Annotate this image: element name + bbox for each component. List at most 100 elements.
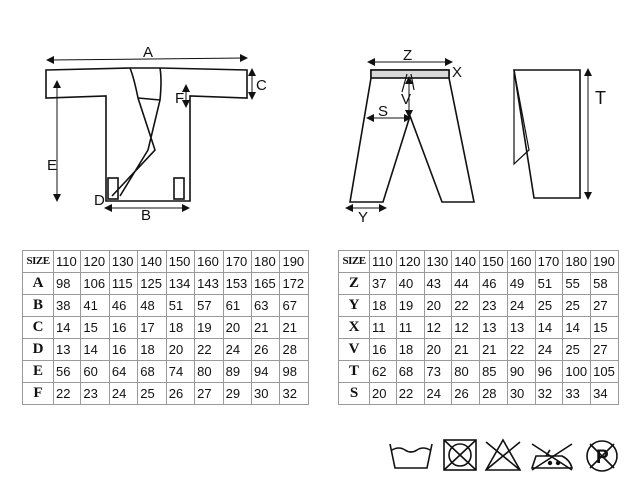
pants-label-y: Y xyxy=(358,209,368,226)
pants-table-cell: 28 xyxy=(479,382,508,405)
pants-table-cell: 18 xyxy=(395,338,425,361)
pants-table-cell: 18 xyxy=(369,294,397,317)
jacket-table-cell: 32 xyxy=(279,382,309,405)
pants-table-cell: 21 xyxy=(479,338,508,361)
pants-table-size-header: 150 xyxy=(479,250,508,273)
pants-table-cell: 14 xyxy=(534,316,564,339)
jacket-table-size-header: 140 xyxy=(137,250,167,273)
pants-table-cell: 33 xyxy=(562,382,592,405)
pants-table-cell: 22 xyxy=(395,382,425,405)
garment-diagram: A C F E D B Z X S V Y T xyxy=(45,44,606,226)
jacket-label-a: A xyxy=(143,44,153,61)
jacket-table-row-label: D xyxy=(22,338,54,361)
pants-drawing xyxy=(349,69,475,203)
pants-table-cell: 26 xyxy=(451,382,481,405)
jacket-table-cell: 68 xyxy=(137,360,167,383)
pants-table-row-label: Z xyxy=(338,272,370,295)
jacket-table-size-header: 160 xyxy=(194,250,224,273)
pants-table-cell: 68 xyxy=(395,360,425,383)
pants-table-cell: 13 xyxy=(506,316,536,339)
jacket-table-cell: 106 xyxy=(80,272,110,295)
pants-table-size-header: 190 xyxy=(590,250,619,273)
jacket-label-f: F xyxy=(175,90,184,107)
jacket-table-cell: 172 xyxy=(279,272,309,295)
jacket-table-cell: 15 xyxy=(80,316,110,339)
pants-table-size-header: 110 xyxy=(369,250,397,273)
pants-table-cell: 100 xyxy=(562,360,592,383)
pants-table-cell: 105 xyxy=(590,360,619,383)
no-tumble-dry-icon xyxy=(443,439,477,471)
pants-table-cell: 25 xyxy=(562,294,592,317)
jacket-table-cell: 115 xyxy=(108,272,139,295)
jacket-table-cell: 20 xyxy=(165,338,196,361)
jacket-table-cell: 60 xyxy=(80,360,110,383)
belt-fold xyxy=(513,69,530,166)
pants-table-row-label: X xyxy=(338,316,370,339)
jacket-table-cell: 24 xyxy=(108,382,139,405)
pants-table-cell: 51 xyxy=(534,272,564,295)
pants-table-row-label: S xyxy=(338,382,370,405)
jacket-table-size-corner: SIZE xyxy=(22,250,54,273)
jacket-table-cell: 41 xyxy=(80,294,110,317)
pants-table-size-header: 180 xyxy=(562,250,592,273)
care-symbols: P xyxy=(389,438,618,472)
pants-table-cell: 62 xyxy=(369,360,397,383)
pants-table-cell: 21 xyxy=(451,338,481,361)
pants-table-cell: 24 xyxy=(534,338,564,361)
pants-table-cell: 27 xyxy=(590,338,619,361)
jacket-label-b: B xyxy=(141,207,151,224)
jacket-table-cell: 56 xyxy=(52,360,82,383)
jacket-table-row-label: E xyxy=(22,360,54,383)
pants-table-size-header: 120 xyxy=(395,250,425,273)
pants-dimensions xyxy=(345,58,453,212)
pants-table-size-corner: SIZE xyxy=(338,250,370,273)
jacket-table-size-header: 130 xyxy=(108,250,139,273)
pants-label-x: X xyxy=(452,64,462,81)
jacket-table-cell: 14 xyxy=(52,316,82,339)
jacket-table-cell: 29 xyxy=(222,382,253,405)
pants-table-cell: 44 xyxy=(451,272,481,295)
pants-table-cell: 55 xyxy=(562,272,592,295)
jacket-table-cell: 143 xyxy=(194,272,224,295)
jacket-label-c: C xyxy=(256,77,267,94)
jacket-table-cell: 16 xyxy=(108,316,139,339)
jacket-table-cell: 74 xyxy=(165,360,196,383)
jacket-table-cell: 134 xyxy=(165,272,196,295)
professional-clean-p-icon xyxy=(586,440,618,472)
jacket-table-cell: 67 xyxy=(279,294,309,317)
jacket-table-cell: 61 xyxy=(222,294,253,317)
jacket-table-cell: 26 xyxy=(165,382,196,405)
jacket-table-size-header: 150 xyxy=(165,250,196,273)
jacket-table-cell: 20 xyxy=(222,316,253,339)
pants-table-cell: 11 xyxy=(395,316,425,339)
jacket-table-cell: 18 xyxy=(165,316,196,339)
pants-table-cell: 12 xyxy=(423,316,453,339)
pants-table-cell: 34 xyxy=(590,382,619,405)
pants-table-cell: 14 xyxy=(562,316,592,339)
pants-table-cell: 96 xyxy=(534,360,564,383)
jacket-label-d: D xyxy=(94,192,105,209)
pants-label-z: Z xyxy=(403,47,412,64)
pants-table-size-header: 140 xyxy=(451,250,481,273)
jacket-table-cell: 17 xyxy=(137,316,167,339)
pants-table-cell: 11 xyxy=(369,316,397,339)
pants-table-cell: 13 xyxy=(479,316,508,339)
pants-table-row-label: Y xyxy=(338,294,370,317)
pants-table-cell: 32 xyxy=(534,382,564,405)
jacket-table-cell: 57 xyxy=(194,294,224,317)
pants-table-cell: 15 xyxy=(590,316,619,339)
jacket-table-cell: 26 xyxy=(251,338,281,361)
jacket-table-row-label: A xyxy=(22,272,54,295)
jacket-table-cell: 21 xyxy=(279,316,309,339)
pants-table-cell: 73 xyxy=(423,360,453,383)
